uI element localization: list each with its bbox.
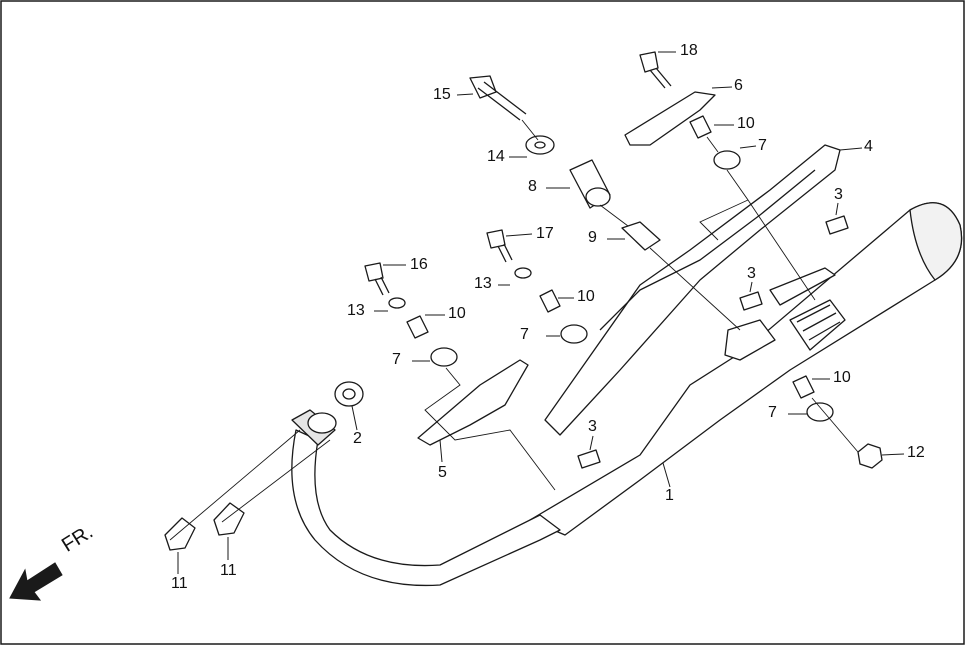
bolt-15 [469,75,527,121]
clip-3b [739,291,763,311]
callout-12: 12 [907,444,925,461]
exhaust-pipe [291,429,561,587]
grommet-7a [713,150,741,170]
callout-3: 3 [588,418,597,435]
callout-10: 10 [737,115,755,132]
callout-7: 7 [520,326,529,343]
grommet-7d [806,402,834,422]
nut-12 [857,443,883,469]
callout-1: 1 [665,487,674,504]
callout-13: 13 [347,302,365,319]
callout-2: 2 [353,430,362,447]
callout-7: 7 [768,404,777,421]
front-direction-arrow [9,562,63,601]
clip-3a [825,215,849,235]
bolt-18 [639,51,672,89]
collar-10a [539,289,561,313]
grommet-7c [430,347,458,367]
callout-6: 6 [734,77,743,94]
callout-17: 17 [536,225,554,242]
bolt-17 [486,229,513,263]
callout-3: 3 [834,186,843,203]
heat-shield-lower [417,359,529,446]
nut-11a [164,517,196,551]
callout-3: 3 [747,265,756,282]
callout-10: 10 [448,305,466,322]
collar-10c [689,115,712,139]
callout-8: 8 [528,178,537,195]
muffler-vent-plate [789,299,846,351]
washer-13a [514,267,532,279]
callout-10: 10 [577,288,595,305]
grommet-7b [560,324,588,344]
callout-16: 16 [410,256,428,273]
callout-11: 11 [171,575,188,592]
callout-7: 7 [758,137,767,154]
collar-9 [621,221,661,251]
callout-11: 11 [220,562,237,579]
callout-18: 18 [680,42,698,59]
collar-10d [792,375,815,399]
clip-3c [577,449,601,469]
mount-bracket [624,91,716,146]
heat-shield-main [544,144,841,436]
bolt-16 [364,262,390,296]
callout-4: 4 [864,138,873,155]
callout-9: 9 [588,229,597,246]
callout-5: 5 [438,464,447,481]
callout-10: 10 [833,369,851,386]
shield-clip [769,267,836,306]
muffler-bracket [724,319,776,361]
collar-10b [406,315,429,339]
muffler-end-cap [909,202,963,281]
callout-14: 14 [487,148,505,165]
callout-13: 13 [474,275,492,292]
callout-7: 7 [392,351,401,368]
callout-15: 15 [433,86,451,103]
washer-13b [388,297,406,309]
